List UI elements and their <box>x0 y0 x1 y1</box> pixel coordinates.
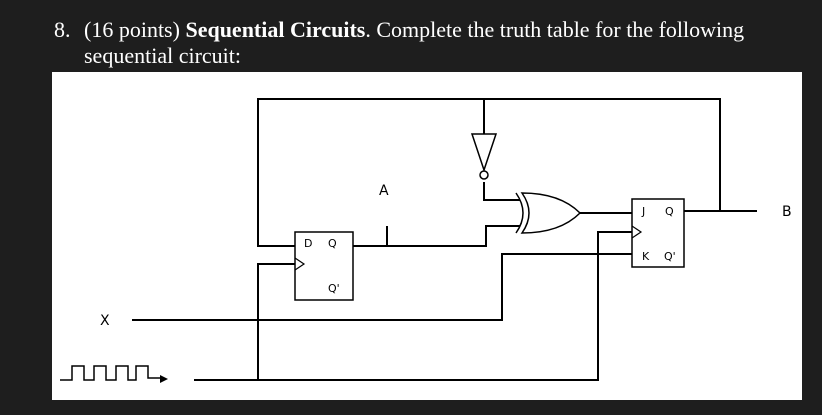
jk-flip-flop <box>631 198 685 268</box>
wire-clock <box>194 231 632 381</box>
xor-extra-arc <box>515 192 524 234</box>
clock-waveform <box>60 365 160 381</box>
inverter-bubble <box>479 170 489 180</box>
d-flip-flop <box>294 231 354 301</box>
question-number: 8. <box>54 17 71 42</box>
wire-feedback-loop <box>257 98 721 247</box>
inverter-triangle <box>470 133 498 173</box>
xor-body <box>520 192 582 234</box>
circuit-svg: D Q Q' J Q K Q' A B X <box>60 98 792 383</box>
xor-gate <box>515 192 582 234</box>
dff-pin-qn: Q' <box>328 282 340 295</box>
clock-arrow-head <box>160 375 168 383</box>
label-output-b: B <box>782 204 792 220</box>
jkff-pin-k: K <box>642 250 650 263</box>
question-title: Sequential Circuits <box>185 17 366 42</box>
dff-pin-q: Q <box>328 237 337 250</box>
dff-clock-triangle <box>294 257 306 271</box>
jkff-clock-triangle <box>631 225 643 239</box>
jkff-pin-q: Q <box>665 205 674 218</box>
jkff-body <box>631 198 685 268</box>
clock-source-icon <box>60 365 168 383</box>
label-node-a: A <box>379 183 389 199</box>
dff-pin-d: D <box>304 237 312 250</box>
dff-body <box>294 231 354 301</box>
wire-node-a <box>353 226 388 247</box>
jkff-pin-qn: Q' <box>664 250 676 263</box>
not-gate <box>470 133 498 180</box>
wire-xor-input-a <box>387 225 520 247</box>
wire-input-x <box>132 253 632 321</box>
circuit-diagram: D Q Q' J Q K Q' A B X <box>52 72 802 400</box>
question-body: . Complete the truth table for the follo… <box>84 17 745 68</box>
question-text: (16 points) Sequential Circuits. Complet… <box>84 17 804 69</box>
label-input-x: X <box>100 313 110 329</box>
question-points: (16 points) <box>84 17 180 42</box>
wire-inverter-output <box>483 182 520 201</box>
jkff-pin-j: J <box>641 205 645 218</box>
wire-clock-dff <box>257 263 295 380</box>
